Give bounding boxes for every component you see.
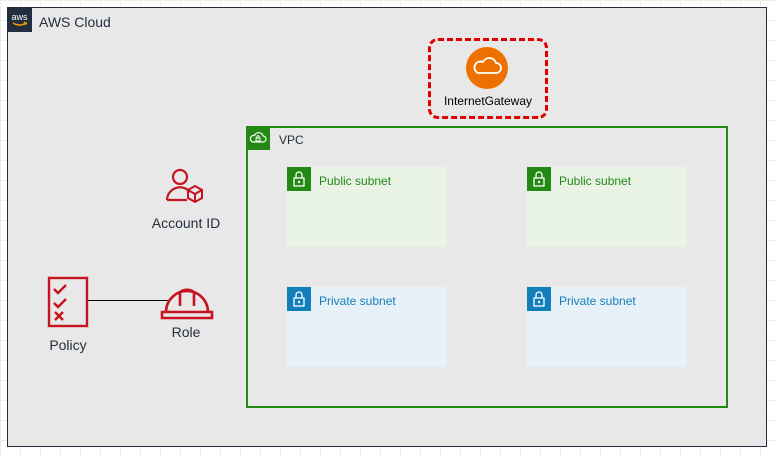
public-subnet-lock-icon	[527, 167, 551, 191]
svg-text:aws: aws	[11, 12, 28, 22]
role-label: Role	[171, 324, 201, 340]
aws-cloud-label: AWS Cloud	[39, 14, 111, 30]
policy-checklist-icon[interactable]	[47, 276, 89, 333]
account-user-icon[interactable]	[164, 166, 208, 215]
public-subnet-1[interactable]: Public subnet	[287, 167, 447, 247]
private-subnet-lock-icon	[287, 287, 311, 311]
role-hardhat-icon[interactable]	[160, 282, 214, 327]
vpc-cloud-lock-icon	[246, 126, 270, 150]
private-subnet-1[interactable]: Private subnet	[287, 287, 447, 367]
public-subnet-lock-icon	[287, 167, 311, 191]
public-subnet-2[interactable]: Public subnet	[527, 167, 687, 247]
aws-logo-icon: aws	[7, 7, 32, 32]
subnet-label: Private subnet	[319, 294, 396, 308]
internet-gateway-label: InternetGateway	[443, 94, 533, 108]
policy-role-connector	[88, 300, 168, 301]
account-id-label: Account ID	[151, 215, 221, 231]
vpc-group[interactable]	[246, 126, 728, 408]
subnet-label: Public subnet	[559, 174, 632, 188]
policy-label: Policy	[49, 337, 87, 353]
private-subnet-lock-icon	[527, 287, 551, 311]
subnet-label: Private subnet	[559, 294, 636, 308]
vpc-label: VPC	[279, 133, 304, 147]
internet-gateway-icon[interactable]	[465, 46, 509, 95]
private-subnet-2[interactable]: Private subnet	[527, 287, 687, 367]
internet-gateway-highlight	[428, 38, 548, 119]
subnet-label: Public subnet	[319, 174, 392, 188]
